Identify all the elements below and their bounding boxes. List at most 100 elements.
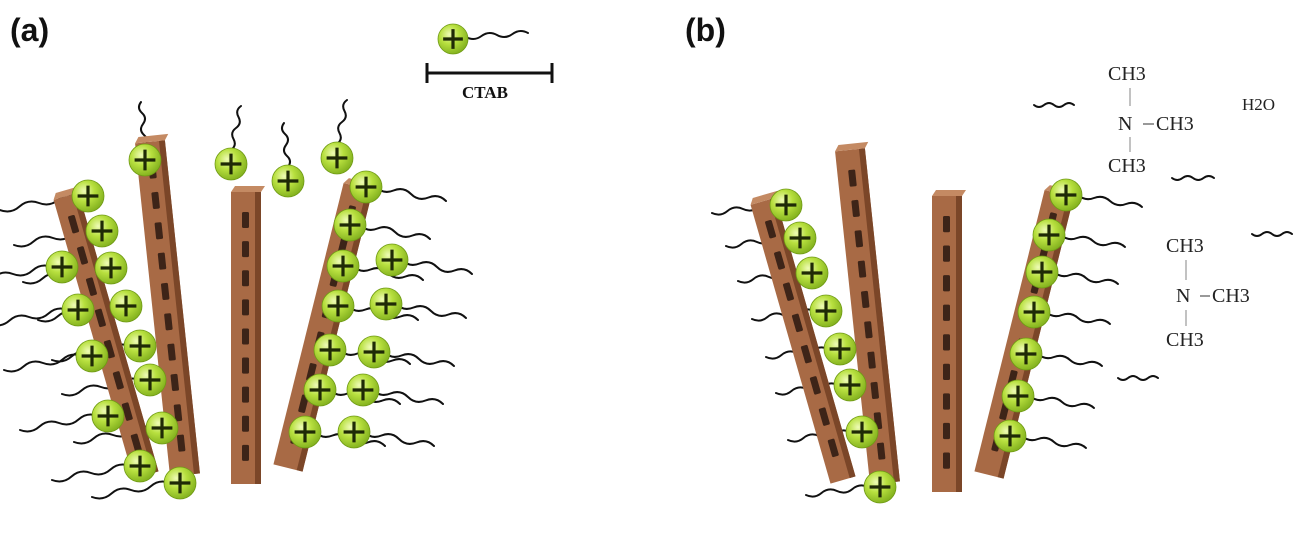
- tma-bottom-ch3-top: CH3: [1166, 235, 1204, 257]
- negative-charge-mark: [818, 407, 830, 426]
- negative-charge-mark: [242, 444, 249, 461]
- ctab-head-bead: [85, 214, 119, 248]
- negative-charge-mark: [112, 371, 124, 390]
- surfactant-tail: [401, 259, 473, 275]
- positive-charge-icon: [801, 262, 823, 284]
- panel-label-b: (b): [685, 12, 726, 48]
- ctab-head-bead: [1001, 379, 1035, 413]
- clay-platelet-icon: [53, 185, 159, 479]
- positive-charge-icon: [169, 472, 191, 494]
- negative-charge-mark: [876, 442, 886, 460]
- negative-charge-mark: [943, 304, 950, 321]
- positive-charge-icon: [839, 374, 861, 396]
- negative-charge-mark: [867, 351, 876, 369]
- surfactant-tail: [465, 30, 529, 40]
- negative-charge-mark: [870, 381, 879, 400]
- positive-charge-icon: [339, 214, 361, 236]
- ctab-head-bead: [109, 289, 143, 323]
- ctab-head-bead: [337, 415, 371, 449]
- surfactant-tail: [1171, 175, 1215, 181]
- negative-charge-mark: [943, 393, 950, 410]
- negative-charge-mark: [854, 230, 864, 248]
- positive-charge-icon: [829, 338, 851, 360]
- positive-charge-icon: [319, 339, 341, 361]
- ctab-head-bead: [809, 294, 843, 328]
- panel-b-after-treatment: CH3 N CH3 CH3 H2O CH3 N CH3 CH3: [711, 63, 1293, 504]
- ctab-head-bead: [346, 373, 380, 407]
- positive-charge-icon: [51, 256, 73, 278]
- negative-charge-mark: [848, 169, 857, 187]
- surfactant-tail: [1037, 353, 1103, 367]
- surfactant-tail: [1045, 311, 1111, 325]
- negative-charge-mark: [242, 270, 249, 287]
- ctab-head-bead: [75, 339, 109, 373]
- ctab-head-bead: [313, 333, 347, 367]
- ctab-head-bead: [94, 251, 128, 285]
- positive-charge-icon: [1023, 301, 1045, 323]
- surfactant-tail: [359, 224, 431, 240]
- surfactant-tail: [383, 351, 455, 367]
- ctab-head-bead: [375, 243, 409, 277]
- positive-charge-icon: [309, 379, 331, 401]
- surfactant-tail: [3, 353, 83, 373]
- negative-charge-mark: [121, 402, 133, 421]
- positive-charge-icon: [67, 299, 89, 321]
- ctab-head-bead: [321, 289, 355, 323]
- ctab-head-bead: [833, 368, 867, 402]
- negative-charge-mark: [943, 245, 950, 262]
- trimethylamine-bottom: CH3 N CH3 CH3: [1166, 235, 1250, 351]
- ctab-head-bead: [823, 332, 857, 366]
- negative-charge-mark: [242, 299, 249, 316]
- ctab-head-bead: [1025, 255, 1059, 289]
- panel-b-ctab-heads: [769, 178, 1083, 504]
- legend-label: CTAB: [462, 83, 508, 102]
- tma-bottom-n: N: [1176, 285, 1190, 307]
- surfactant-tail: [375, 186, 447, 202]
- negative-charge-mark: [242, 212, 249, 229]
- positive-charge-icon: [1007, 385, 1029, 407]
- ctab-head-bead: [61, 293, 95, 327]
- positive-charge-icon: [775, 194, 797, 216]
- negative-charge-mark: [943, 334, 950, 351]
- positive-charge-icon: [139, 369, 161, 391]
- positive-charge-icon: [129, 335, 151, 357]
- positive-charge-icon: [1015, 343, 1037, 365]
- negative-charge-mark: [164, 313, 173, 331]
- tma-bottom-ch3-right: CH3: [1212, 285, 1250, 307]
- tma-bottom-ch3-bottom: CH3: [1166, 329, 1204, 351]
- negative-charge-mark: [809, 376, 821, 395]
- ctab-head-bead: [214, 147, 248, 181]
- tma-top-ch3-top: CH3: [1108, 63, 1146, 85]
- surfactant-tail: [1060, 234, 1126, 248]
- surfactant-tail: [1033, 102, 1075, 108]
- ctab-head-bead: [333, 208, 367, 242]
- negative-charge-mark: [943, 422, 950, 440]
- ctab-head-bead: [1009, 337, 1043, 371]
- ctab-head-bead: [133, 363, 167, 397]
- surfactant-tail: [395, 303, 467, 319]
- negative-charge-mark: [943, 452, 950, 469]
- clay-platelet-icon: [932, 190, 966, 492]
- tma-top-n: N: [1118, 113, 1132, 135]
- negative-charge-mark: [170, 373, 179, 392]
- positive-charge-icon: [151, 417, 173, 439]
- positive-charge-icon: [443, 29, 463, 49]
- ctab-legend: CTAB: [425, 23, 554, 102]
- negative-charge-mark: [86, 277, 97, 296]
- ctab-head-bead: [320, 141, 354, 175]
- clay-platelet-icon: [750, 190, 856, 484]
- negative-charge-mark: [154, 222, 164, 240]
- negative-charge-mark: [765, 219, 777, 239]
- positive-charge-icon: [815, 300, 837, 322]
- panel-b-free-chains: [1033, 102, 1293, 381]
- water-label: H2O: [1242, 95, 1275, 114]
- ctab-head-bead: [288, 415, 322, 449]
- positive-charge-icon: [129, 455, 151, 477]
- negative-charge-mark: [151, 191, 160, 210]
- negative-charge-mark: [943, 275, 950, 292]
- positive-charge-icon: [375, 293, 397, 315]
- negative-charge-mark: [77, 246, 88, 265]
- positive-charge-icon: [327, 295, 349, 317]
- positive-charge-icon: [326, 147, 348, 169]
- negative-charge-mark: [943, 216, 950, 233]
